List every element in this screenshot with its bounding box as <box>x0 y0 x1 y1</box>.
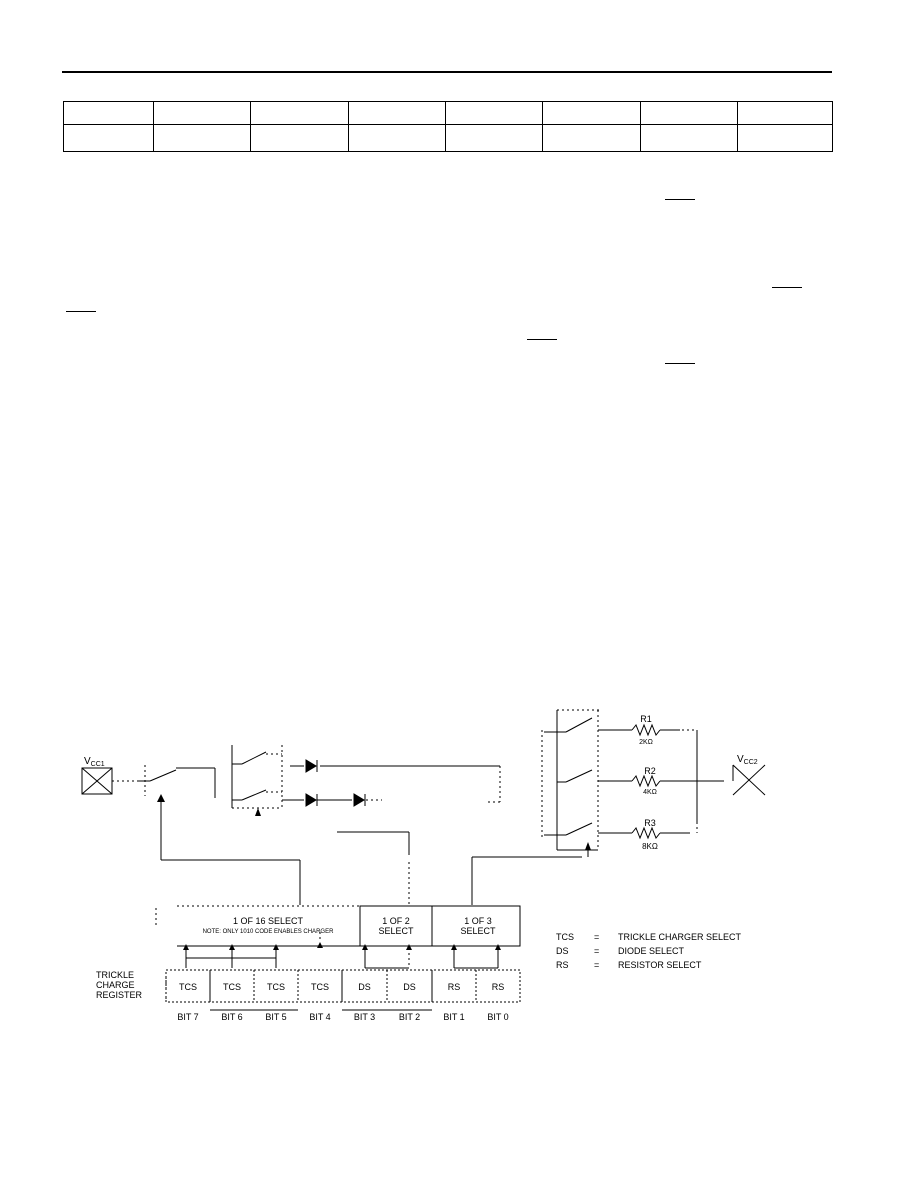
select16-label: 1 OF 16 SELECT <box>233 916 304 926</box>
register-bit-label-0: BIT 7 <box>177 1012 198 1022</box>
select2-label-1: 1 OF 2 <box>382 916 410 926</box>
legend-sep-2: = <box>594 960 599 970</box>
legend-abbr-0: TCS <box>556 932 574 942</box>
register-bit-label-1: BIT 6 <box>221 1012 242 1022</box>
register-field-2: TCS <box>267 982 285 992</box>
r1-value: 2KΩ <box>639 739 653 746</box>
register-field-3: TCS <box>311 982 329 992</box>
register-field-6: RS <box>448 982 461 992</box>
overbar-mark <box>772 287 802 288</box>
resistor-r1-icon <box>631 723 661 737</box>
register-label-2: CHARGE <box>96 980 135 990</box>
diode-switch-2 <box>241 789 267 801</box>
vcc1-label: VCC1 <box>84 756 105 768</box>
trickle-charger-diagram: VCC1 VCC2 R1 2KΩ R2 4KΩ R3 8KΩ 1 OF 16 S… <box>81 709 766 1022</box>
r1-label: R1 <box>640 714 652 724</box>
select16-note: NOTE: ONLY 1010 CODE ENABLES CHARGER <box>203 929 334 935</box>
register-bit-label-2: BIT 5 <box>265 1012 286 1022</box>
register-field-1: TCS <box>223 982 241 992</box>
register-field-7: RS <box>492 982 505 992</box>
tcs-switch <box>149 769 177 782</box>
resistor-r2-icon <box>631 774 661 788</box>
r2-value: 4KΩ <box>643 789 657 796</box>
overbar-mark <box>66 311 96 312</box>
resistor-switch-2 <box>565 769 593 783</box>
register-bit-label-5: BIT 2 <box>399 1012 420 1022</box>
legend-desc-2: RESISTOR SELECT <box>618 960 702 970</box>
select3-label-2: SELECT <box>460 926 496 936</box>
resistor-r3-icon <box>631 826 661 840</box>
select2-label-2: SELECT <box>378 926 414 936</box>
table-row <box>63 124 833 152</box>
trickle-charge-register <box>165 969 521 1003</box>
legend-sep-1: = <box>594 946 599 956</box>
register-table <box>63 101 833 152</box>
r2-label: R2 <box>644 766 656 776</box>
resistor-switch-3 <box>565 822 593 836</box>
legend-desc-0: TRICKLE CHARGER SELECT <box>618 932 742 942</box>
legend-sep-0: = <box>594 932 599 942</box>
diode-icon <box>305 793 317 807</box>
legend-desc-1: DIODE SELECT <box>618 946 685 956</box>
diode-switch-1 <box>241 751 267 765</box>
register-label-1: TRICKLE <box>96 970 134 980</box>
legend-abbr-1: DS <box>556 946 569 956</box>
register-field-5: DS <box>403 982 416 992</box>
overbar-mark <box>665 199 695 200</box>
register-bit-label-6: BIT 1 <box>443 1012 464 1022</box>
overbar-mark <box>527 339 557 340</box>
register-bit-label-3: BIT 4 <box>309 1012 330 1022</box>
select3-label-1: 1 OF 3 <box>464 916 492 926</box>
register-field-0: TCS <box>179 982 197 992</box>
r3-value: 8KΩ <box>642 842 658 851</box>
register-field-4: DS <box>358 982 371 992</box>
register-bit-label-7: BIT 0 <box>487 1012 508 1022</box>
r3-label: R3 <box>644 818 656 828</box>
resistor-switch-1 <box>565 717 593 733</box>
diode-icon <box>305 759 317 773</box>
vcc2-label: VCC2 <box>737 754 758 766</box>
overbar-mark <box>665 363 695 364</box>
register-label-3: REGISTER <box>96 990 143 1000</box>
register-bit-label-4: BIT 3 <box>354 1012 375 1022</box>
header-rule <box>62 71 832 73</box>
diode-icon <box>353 793 365 807</box>
table-row <box>63 101 833 125</box>
legend-abbr-2: RS <box>556 960 569 970</box>
